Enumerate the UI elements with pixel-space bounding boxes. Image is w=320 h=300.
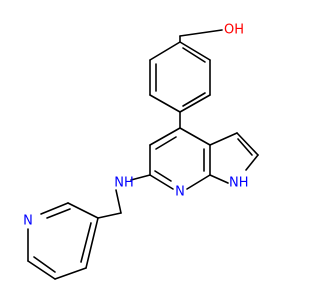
molecule-structure: OH NH N NH N xyxy=(23,23,259,280)
bond xyxy=(149,174,174,190)
bond xyxy=(186,174,211,190)
bond xyxy=(149,41,181,61)
bond xyxy=(130,174,151,181)
bond xyxy=(33,256,56,273)
bond xyxy=(149,127,181,146)
bond xyxy=(179,29,223,37)
bond xyxy=(236,132,259,156)
bond xyxy=(154,170,172,182)
bond xyxy=(155,136,177,150)
bond xyxy=(67,202,99,219)
bond xyxy=(179,94,211,113)
bond xyxy=(80,222,92,263)
pyridine-ring-nitrogen-label: N xyxy=(23,214,33,229)
bond xyxy=(179,127,211,146)
bond xyxy=(85,217,99,269)
bond-layer xyxy=(27,29,259,280)
pyridine-nitrogen-label: N xyxy=(175,185,185,200)
bond xyxy=(149,94,181,113)
pyrrole-nh-label: NH xyxy=(229,176,249,191)
bond xyxy=(40,202,69,215)
bond xyxy=(46,208,71,219)
bond xyxy=(54,267,87,280)
bond xyxy=(27,260,56,280)
bond xyxy=(97,212,122,219)
bond xyxy=(209,132,238,146)
bond xyxy=(182,47,206,63)
bond xyxy=(179,41,211,61)
bond xyxy=(245,154,259,171)
hydroxyl-label: OH xyxy=(224,23,244,38)
bond xyxy=(182,92,206,107)
bond xyxy=(237,138,253,156)
bond xyxy=(209,174,229,184)
amine-nh-label: NH xyxy=(114,176,134,191)
atom-label-layer: OH NH N NH N xyxy=(23,23,248,229)
bond xyxy=(115,189,122,214)
